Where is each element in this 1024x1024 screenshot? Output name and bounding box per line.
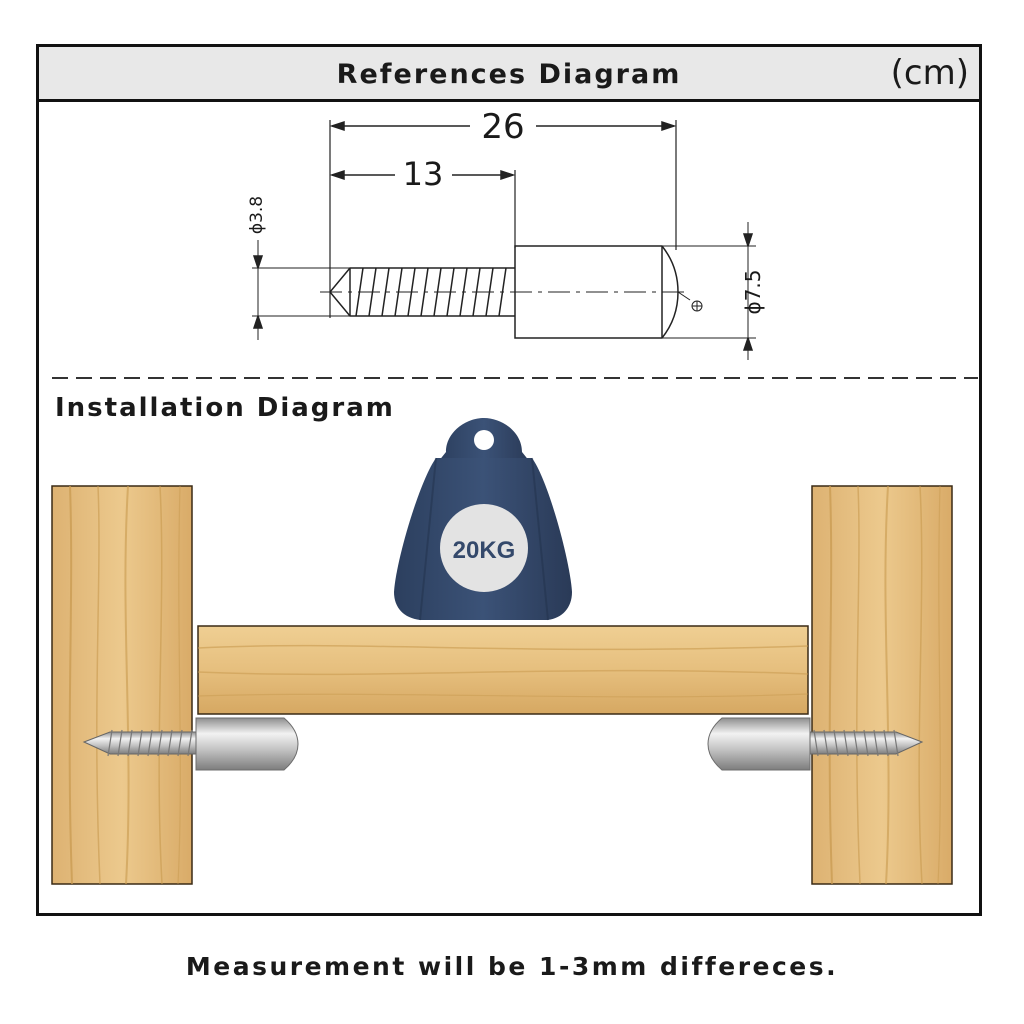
reference-drawing xyxy=(252,120,756,360)
dim-label-26: 26 xyxy=(481,107,524,147)
unit-label: (cm) xyxy=(890,53,969,93)
chamfer-leader xyxy=(677,291,703,312)
dim-label-13: 13 xyxy=(403,155,444,193)
shelf-board xyxy=(197,625,809,715)
dim-label-3-8: ϕ3.8 xyxy=(247,196,267,234)
reference-title: References Diagram xyxy=(336,59,682,90)
dim-line-7-5 xyxy=(662,222,756,360)
diagram-frame: References Diagram (cm) Installation Dia… xyxy=(36,44,982,916)
left-wood-panel xyxy=(51,485,193,885)
weight-icon xyxy=(394,418,572,621)
reference-header: References Diagram (cm) xyxy=(39,47,979,102)
footer-note: Measurement will be 1-3mm differeces. xyxy=(185,952,839,981)
dim-label-7-5: ϕ7.5 xyxy=(741,270,765,315)
weight-label: 20KG xyxy=(453,537,516,564)
dim-line-26 xyxy=(329,120,677,132)
dim-line-3-8 xyxy=(252,240,350,340)
right-wood-panel xyxy=(811,485,953,885)
right-shelf-pin xyxy=(707,717,924,771)
installation-title: Installation Diagram xyxy=(55,393,395,423)
left-shelf-pin xyxy=(82,717,299,771)
dim-line-13 xyxy=(329,169,516,181)
